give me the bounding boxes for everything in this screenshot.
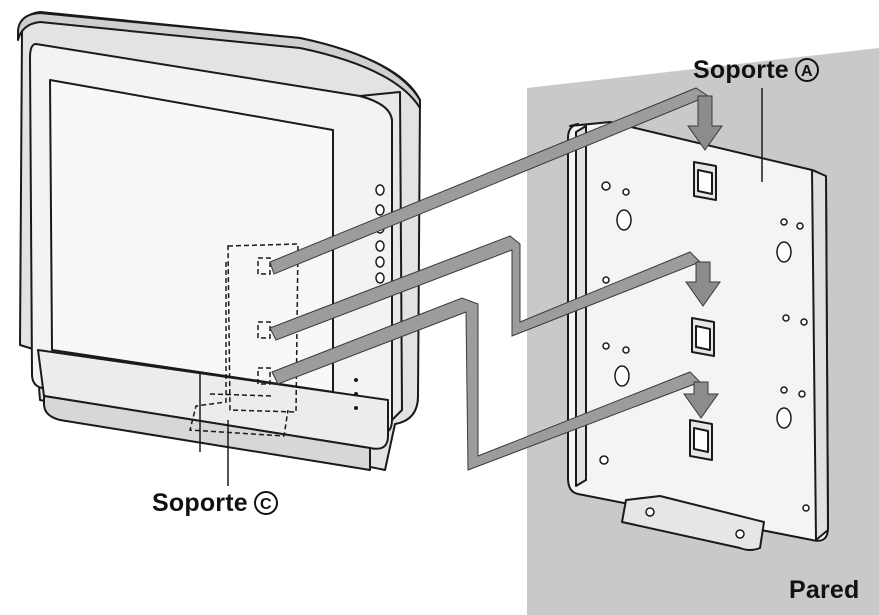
- circled-letter-c: C: [253, 491, 278, 515]
- down-arrow-icon: [685, 261, 721, 307]
- leader-band-middle: [269, 235, 701, 341]
- bracket-a: [567, 121, 829, 551]
- leader-band-bottom: [271, 297, 701, 471]
- down-arrow-icon: [687, 95, 723, 151]
- wall-label: Pared: [789, 576, 860, 604]
- bracket-c-outline: [189, 243, 299, 437]
- down-arrow-icon: [683, 381, 719, 419]
- tv-set: [17, 11, 421, 471]
- leader-bands: [269, 87, 710, 471]
- bracket-a-label-word: Soporte: [693, 56, 789, 84]
- circled-letter-a: A: [794, 58, 819, 82]
- bracket-c-label-word: Soporte: [152, 489, 248, 517]
